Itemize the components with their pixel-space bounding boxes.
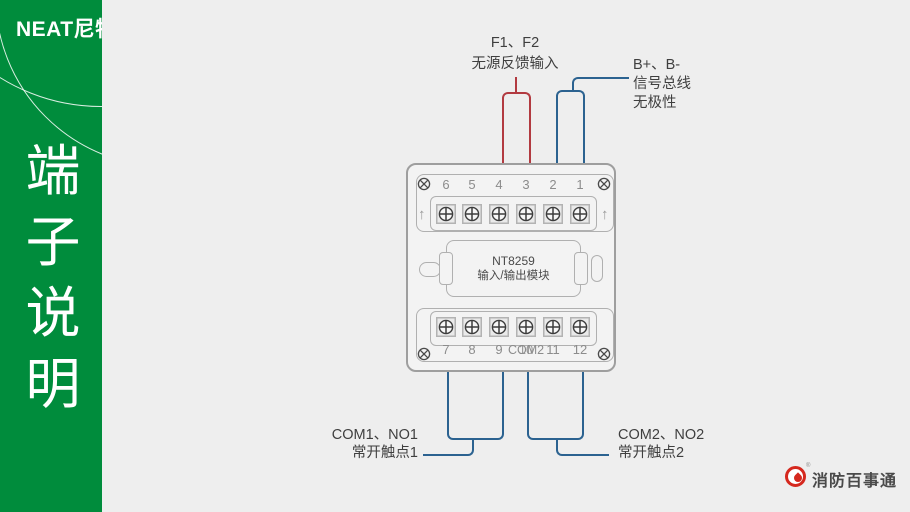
up-arrow-icon: ↑ (418, 206, 426, 223)
label-feedback-line2: 无源反馈输入 (471, 56, 559, 72)
diagram-canvas: F1、F2 无源反馈输入 B+、B- 信号总线 无极性 COM1、NO1 常开触… (102, 0, 910, 512)
terminal-number: 6 (442, 177, 450, 192)
terminal-number: 1 (576, 177, 584, 192)
screw-terminal-icon (489, 317, 509, 337)
screw-terminal-icon (462, 317, 482, 337)
wire-bus-leader (572, 77, 629, 91)
label-bus-line3: 无极性 (633, 95, 677, 111)
screw-terminal-icon (436, 317, 456, 337)
module-model: NT8259 (492, 253, 535, 268)
screw-terminal-icon (462, 204, 482, 224)
screw-terminal-icon (516, 317, 536, 337)
corner-screw-icon (597, 177, 611, 191)
label-feedback-line1: F1、F2 (490, 35, 540, 51)
corner-screw-icon (417, 177, 431, 191)
label-contact1-line1: COM1、NO1 (331, 427, 418, 443)
screw-terminal-icon (436, 204, 456, 224)
wire-feedback-bracket (502, 92, 531, 163)
mount-slot-left (419, 262, 441, 277)
plate-notch-right (574, 252, 588, 285)
screw-terminal-icon (543, 204, 563, 224)
mount-slot-right (591, 255, 603, 282)
terminal-number: 8 (468, 342, 476, 357)
screw-terminal-icon (543, 317, 563, 337)
label-contact2-line1: COM2、NO2 (618, 427, 705, 443)
label-bus-line1: B+、B- (633, 57, 681, 73)
terminal-block-bottom (430, 311, 597, 346)
wire-bus-bracket (556, 90, 585, 163)
screw-terminal-icon (489, 204, 509, 224)
terminal-number: 11 (546, 342, 560, 357)
terminal-com2-overlap-label: COM2 (507, 343, 545, 357)
terminal-number: 10 (518, 342, 534, 357)
footer-brand-text: 消防百事通 (812, 473, 898, 490)
wire-contact2-leader (556, 439, 609, 456)
module-label-plate: NT8259 输入/输出模块 (446, 240, 581, 297)
label-bus-line2: 信号总线 (633, 76, 691, 92)
module-name: 输入/输出模块 (477, 269, 550, 282)
terminal-number: 5 (468, 177, 476, 192)
label-feedback-input: F1、F2 无源反馈输入 (435, 33, 595, 75)
label-signal-bus: B+、B- 信号总线 无极性 (633, 56, 691, 113)
corner-screw-icon (417, 347, 431, 361)
brand-logo: NEAT尼特® (16, 13, 102, 43)
brand-logo-latin: NEAT (16, 18, 74, 41)
terminal-number: 4 (495, 177, 503, 192)
wire-contact2-bracket (527, 371, 584, 440)
label-contact1-line2: 常开触点1 (351, 445, 418, 461)
label-contact2-line2: 常开触点2 (618, 445, 685, 461)
terminal-number: 9 (495, 342, 503, 357)
up-arrow-icon: ↑ (601, 206, 609, 223)
terminal-number: 3 (522, 177, 530, 192)
page-title-vertical: 端子说明 (25, 140, 81, 415)
terminal-number: 7 (442, 342, 450, 357)
screw-terminal-icon (570, 204, 590, 224)
wire-contact1-leader (423, 439, 474, 456)
io-module: 6 5 4 3 2 1 ↑ ↑ NT8259 输入/输出模块 (406, 163, 616, 372)
fire-brand-icon (785, 466, 806, 487)
corner-screw-icon (597, 347, 611, 361)
wire-contact1-bracket (447, 371, 504, 440)
plate-notch-left (439, 252, 453, 285)
label-contact1: COM1、NO1 常开触点1 (302, 426, 418, 462)
terminal-number: 2 (549, 177, 557, 192)
sidebar: NEAT尼特® 端子说明 (0, 0, 102, 512)
screw-terminal-icon (516, 204, 536, 224)
brand-logo-cn: 尼特 (73, 18, 102, 41)
flame-icon (792, 471, 804, 484)
terminal-block-top (430, 196, 597, 231)
label-contact2: COM2、NO2 常开触点2 (618, 426, 704, 462)
screw-terminal-icon (570, 317, 590, 337)
wire-feedback-leader (515, 77, 517, 93)
registered-mark: ® (806, 463, 811, 469)
terminal-number: 12 (572, 342, 588, 357)
